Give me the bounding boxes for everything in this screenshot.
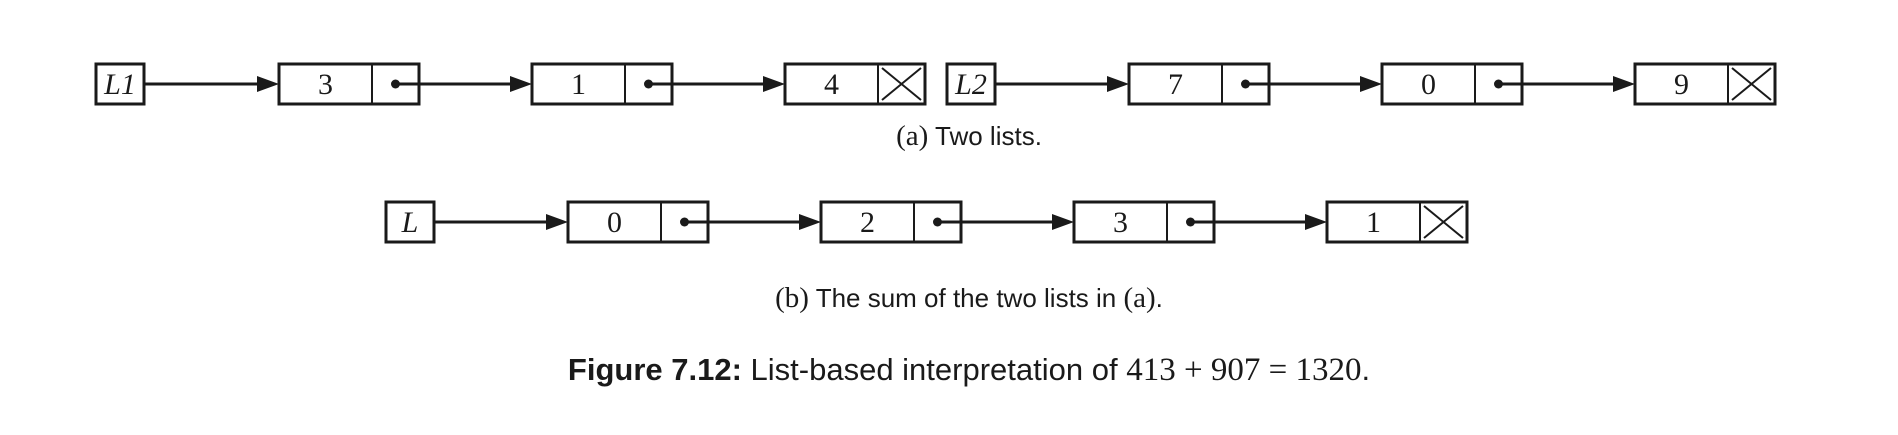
- arrow-right-icon: [1498, 76, 1635, 92]
- arrow-right-icon: [684, 214, 821, 230]
- node-value: 0: [607, 206, 622, 239]
- subcaption-b: (b) The sum of the two lists in (a).: [0, 282, 1898, 315]
- subcaption-b-end: .: [1155, 283, 1163, 313]
- arrow-right-icon: [395, 76, 532, 92]
- x-mark-icon: [1731, 67, 1772, 101]
- node-value: 3: [1113, 206, 1128, 239]
- x-mark-icon: [881, 67, 922, 101]
- node-value: 1: [571, 68, 586, 101]
- node-value: 2: [860, 206, 875, 239]
- list-head-box: L2: [945, 62, 997, 106]
- node-value: 4: [824, 68, 839, 101]
- figure-caption-text: List-based interpretation of: [750, 352, 1118, 387]
- node-value: 9: [1674, 68, 1689, 101]
- list-row-a: L1 3 1 4 L2 7 0 9: [94, 62, 1777, 106]
- list-node: 1: [530, 62, 674, 106]
- list-head-box: L1: [94, 62, 146, 106]
- list-head-label: L: [401, 206, 419, 239]
- arrow-right-icon: [1190, 214, 1327, 230]
- subcaption-b-text: The sum of the two lists in: [815, 283, 1117, 313]
- figure-label: Figure 7.12:: [567, 352, 742, 387]
- subcaption-b-label: (b): [775, 282, 809, 314]
- node-value: 1: [1366, 206, 1381, 239]
- node-value: 3: [318, 68, 333, 101]
- list-row-b: L 0 2 3 1: [384, 200, 1469, 244]
- subcaption-a-text: Two lists.: [935, 121, 1042, 151]
- list-node: 9: [1633, 62, 1777, 106]
- list-head-label: L2: [954, 68, 987, 101]
- arrow-right-icon: [937, 214, 1074, 230]
- arrow-right-icon: [1245, 76, 1382, 92]
- list-node: 4: [783, 62, 927, 106]
- list-head-box: L: [384, 200, 436, 244]
- figure-caption-math: 413 + 907 = 1320: [1126, 352, 1362, 388]
- figure-caption: Figure 7.12: List-based interpretation o…: [0, 352, 1898, 389]
- subcaption-b-ref: (a): [1123, 282, 1156, 314]
- list-node: 1: [1325, 200, 1469, 244]
- subcaption-a-label: (a): [896, 120, 929, 152]
- arrow-right-icon: [144, 76, 279, 92]
- arrow-right-icon: [995, 76, 1129, 92]
- list-head-label: L1: [103, 68, 136, 101]
- arrow-right-icon: [434, 214, 568, 230]
- node-value: 7: [1168, 68, 1183, 101]
- node-value: 0: [1421, 68, 1436, 101]
- figure-caption-end: .: [1361, 352, 1371, 387]
- x-mark-icon: [1423, 205, 1464, 239]
- subcaption-a: (a) Two lists.: [0, 120, 1898, 153]
- arrow-right-icon: [648, 76, 785, 92]
